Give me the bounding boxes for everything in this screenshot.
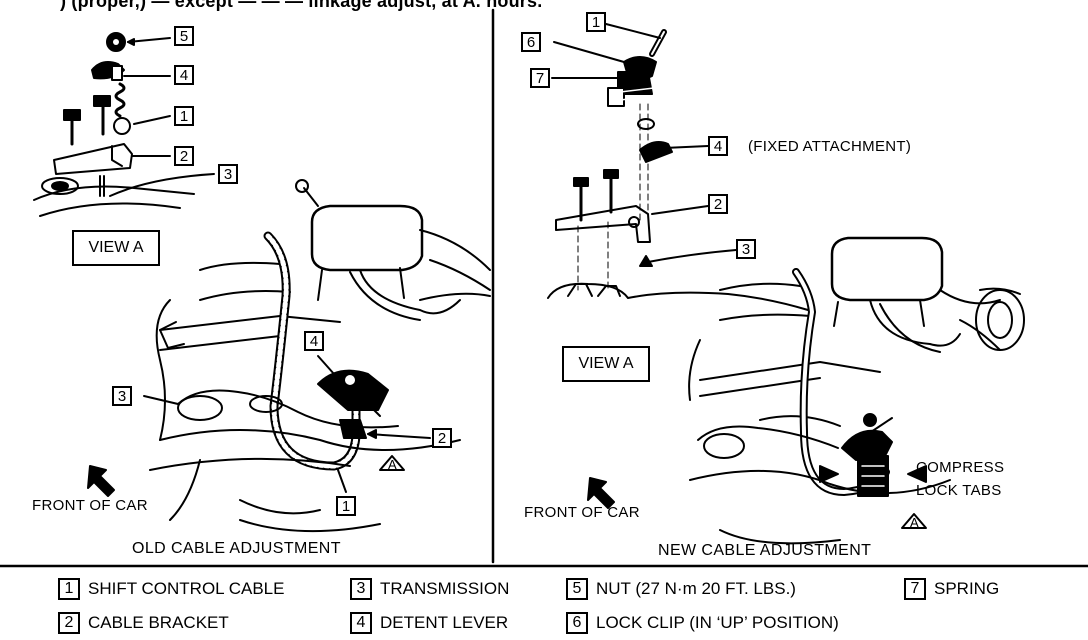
view-marker-left: A bbox=[388, 457, 397, 472]
legend-number: 2 bbox=[58, 612, 80, 634]
callout-6: 6 bbox=[521, 32, 541, 52]
callout-4: 4 bbox=[174, 65, 194, 85]
caption-new: NEW CABLE ADJUSTMENT bbox=[658, 542, 872, 559]
legend-text: DETENT LEVER bbox=[380, 613, 509, 632]
legend-number: 6 bbox=[566, 612, 588, 634]
legend-number: 3 bbox=[350, 578, 372, 600]
legend-text: TRANSMISSION bbox=[380, 579, 510, 598]
callout-1-right: 1 bbox=[586, 12, 606, 32]
fixed-attachment-note: (FIXED ATTACHMENT) bbox=[748, 138, 912, 155]
legend-text: SPRING bbox=[934, 579, 1000, 598]
legend-number: 4 bbox=[350, 612, 372, 634]
legend-item-2: 2 CABLE BRACKET bbox=[58, 612, 229, 634]
callout-2-right: 2 bbox=[708, 194, 728, 214]
header-fragment: ) (proper,) — except — — — linkage adjus… bbox=[60, 0, 543, 11]
left-engine-bay bbox=[87, 179, 491, 533]
legend-number: 1 bbox=[58, 578, 80, 600]
callout-1-bay: 1 bbox=[336, 496, 356, 516]
callout-7: 7 bbox=[530, 68, 550, 88]
legend-text: SHIFT CONTROL CABLE bbox=[88, 579, 285, 598]
right-view-a-detail bbox=[547, 23, 809, 311]
legend-number: 5 bbox=[566, 578, 588, 600]
compress-label-line1: COMPRESS bbox=[916, 459, 1005, 476]
callout-3-bay: 3 bbox=[112, 386, 132, 406]
view-marker-right: A bbox=[910, 515, 919, 530]
legend-text: LOCK CLIP (IN ‘UP’ POSITION) bbox=[596, 613, 839, 632]
legend-number: 7 bbox=[904, 578, 926, 600]
callout-5: 5 bbox=[174, 26, 194, 46]
front-of-car-left: FRONT OF CAR bbox=[32, 497, 148, 514]
callout-4-bay: 4 bbox=[304, 331, 324, 351]
view-a-label-left: VIEW A bbox=[72, 230, 160, 266]
legend-text: CABLE BRACKET bbox=[88, 613, 229, 632]
callout-3: 3 bbox=[218, 164, 238, 184]
caption-old: OLD CABLE ADJUSTMENT bbox=[132, 540, 341, 557]
callout-2-bay: 2 bbox=[432, 428, 452, 448]
compress-label-line2: LOCK TABS bbox=[916, 482, 1002, 499]
legend-item-4: 4 DETENT LEVER bbox=[350, 612, 508, 634]
callout-3-right: 3 bbox=[736, 239, 756, 259]
legend-item-6: 6 LOCK CLIP (IN ‘UP’ POSITION) bbox=[566, 612, 839, 634]
legend-text: NUT (27 N·m 20 FT. LBS.) bbox=[596, 579, 796, 598]
legend-item-1: 1 SHIFT CONTROL CABLE bbox=[58, 578, 284, 600]
callout-2: 2 bbox=[174, 146, 194, 166]
left-view-a-detail bbox=[33, 32, 215, 217]
legend-item-7: 7 SPRING bbox=[904, 578, 999, 600]
right-engine-bay bbox=[587, 236, 1025, 545]
legend-item-5: 5 NUT (27 N·m 20 FT. LBS.) bbox=[566, 578, 796, 600]
callout-4-right: 4 bbox=[708, 136, 728, 156]
front-of-car-right: FRONT OF CAR bbox=[524, 504, 640, 521]
callout-1: 1 bbox=[174, 106, 194, 126]
view-a-label-right: VIEW A bbox=[562, 346, 650, 382]
legend-item-3: 3 TRANSMISSION bbox=[350, 578, 509, 600]
